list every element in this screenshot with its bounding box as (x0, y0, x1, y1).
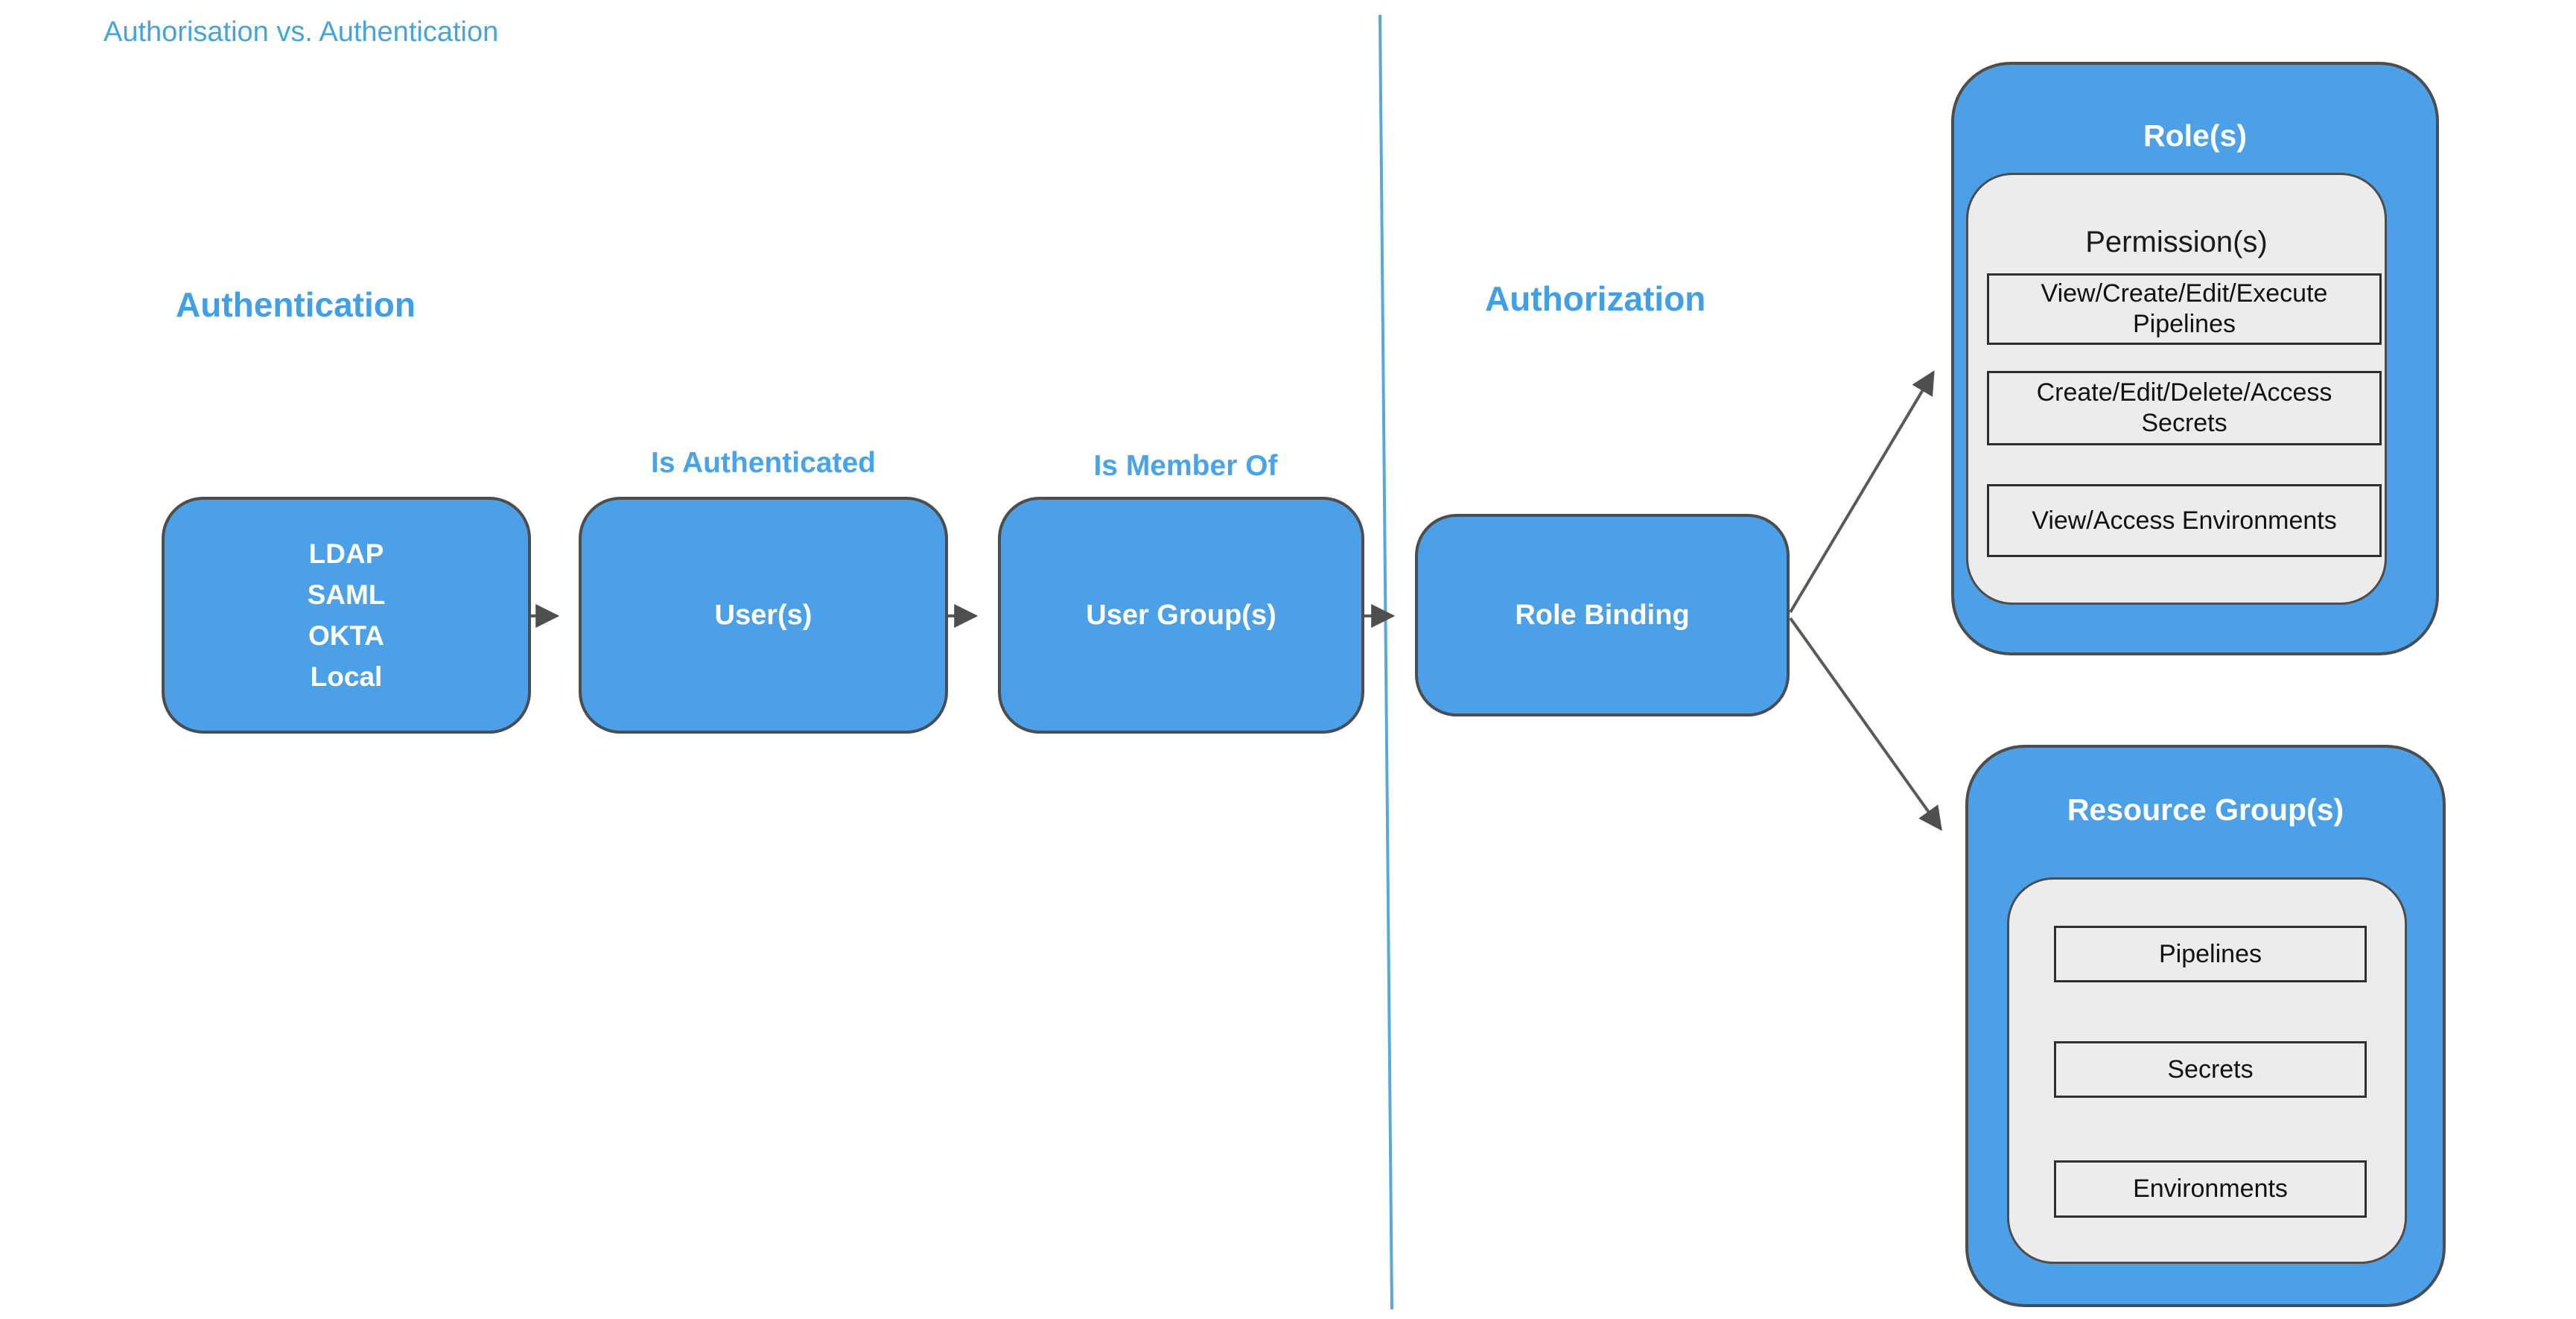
resource-item-environments: Environments (2054, 1160, 2367, 1218)
resource-groups-container-title: Resource Group(s) (2067, 792, 2344, 827)
permission-item-environments: View/Access Environments (1987, 484, 2382, 557)
idp-item-local: Local (310, 661, 383, 692)
role-binding-node: Role Binding (1415, 514, 1790, 716)
permission-item-pipelines: View/Create/Edit/Execute Pipelines (1987, 273, 2382, 345)
arrow-rolebinding-to-resource-groups (1789, 617, 1942, 831)
resource-groups-container: Resource Group(s) Pipelines Secrets Envi… (1965, 745, 2446, 1307)
permission-item-secrets: Create/Edit/Delete/Access Secrets (1987, 371, 2382, 445)
user-groups-node: User Group(s) (998, 497, 1364, 734)
idp-item-saml: SAML (307, 579, 386, 610)
arrow-rolebinding-to-roles (1789, 370, 1935, 614)
authentication-section-heading: Authentication (176, 285, 416, 324)
edge-label-is-member-of: Is Member Of (1093, 450, 1278, 482)
resources-panel: Pipelines Secrets Environments (2007, 877, 2407, 1264)
permissions-panel: Permission(s) View/Create/Edit/Execute P… (1966, 173, 2387, 605)
idp-item-okta: OKTA (308, 620, 385, 651)
resource-item-pipelines: Pipelines (2054, 926, 2367, 982)
resource-item-secrets: Secrets (2054, 1041, 2367, 1098)
identity-providers-list: LDAP SAML OKTA Local (308, 533, 386, 697)
authorization-section-heading: Authorization (1485, 279, 1706, 318)
edge-label-is-authenticated: Is Authenticated (651, 447, 876, 479)
idp-item-ldap: LDAP (308, 538, 384, 569)
identity-providers-node: LDAP SAML OKTA Local (162, 497, 531, 734)
permissions-panel-title: Permission(s) (2085, 226, 2268, 258)
roles-container: Role(s) Permission(s) View/Create/Edit/E… (1951, 62, 2439, 655)
users-node: User(s) (579, 497, 948, 734)
roles-container-title: Role(s) (2143, 118, 2247, 153)
page-title: Authorisation vs. Authentication (104, 16, 499, 48)
section-divider-line (1378, 14, 1393, 1310)
